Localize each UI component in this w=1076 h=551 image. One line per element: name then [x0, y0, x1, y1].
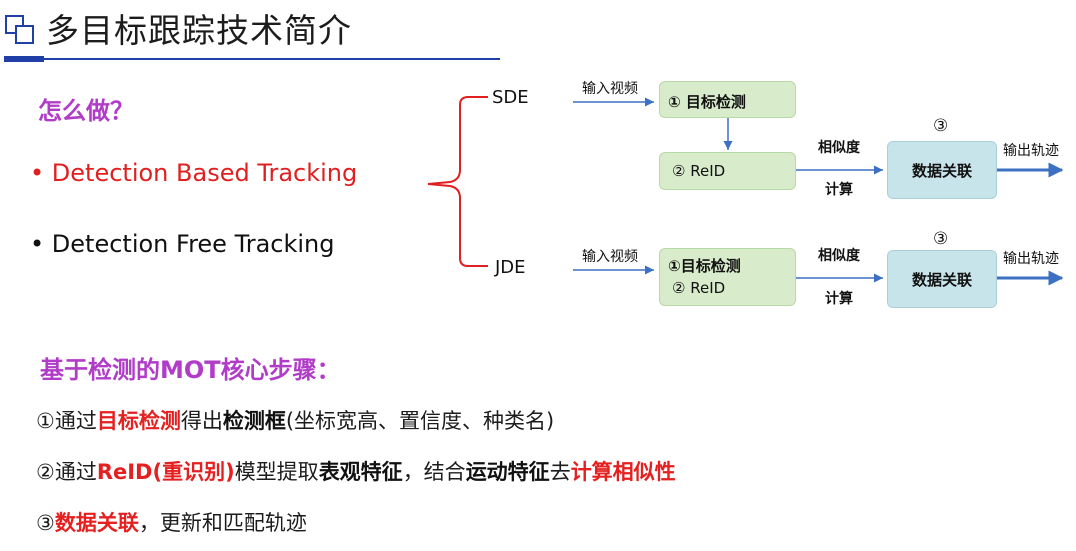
highlight-text: 计算相似性 [570, 460, 676, 484]
slide-square-icon [5, 15, 34, 44]
jde-similarity-label: 相似度 [818, 248, 860, 264]
step-2: ②通过ReID(重识别)模型提取表观特征，结合运动特征去计算相似性 [36, 456, 676, 486]
sde-reid-box: ② ReID [659, 152, 796, 190]
sde-reid-label: ② ReID [672, 162, 726, 180]
jde-compute-label: 计算 [825, 291, 853, 307]
step-text: ，更新和匹配轨迹 [138, 511, 307, 535]
sde-assoc-box: 数据关联 [887, 141, 997, 199]
jde-assoc-box: 数据关联 [887, 250, 997, 308]
bold-text: 运动特征 [465, 460, 550, 484]
highlight-text: 目标检测 [96, 409, 181, 433]
step-1: ①通过目标检测得出检测框(坐标宽高、置信度、种类名) [36, 405, 554, 435]
method-detection-free: • Detection Free Tracking [30, 230, 335, 258]
title-accent-bar [4, 56, 44, 62]
highlight-text: ReID(重识别) [96, 460, 235, 484]
how-heading: 怎么做？ [38, 97, 134, 125]
sde-label: SDE [492, 87, 529, 108]
step-text: 得出 [180, 409, 223, 433]
step-text: 去 [549, 460, 571, 484]
title-underline [28, 58, 500, 60]
steps-heading: 基于检测的MOT核心步骤： [40, 356, 341, 384]
bullet: • [30, 159, 45, 187]
jde-step3-number: ③ [933, 229, 949, 249]
step-text: (坐标宽高、置信度、种类名) [285, 409, 555, 433]
sde-detect-label: ① 目标检测 [668, 93, 746, 111]
step-text: 模型提取 [234, 460, 319, 484]
sde-output-label: 输出轨迹 [1003, 143, 1059, 159]
jde-reid-label: ② ReID [672, 279, 726, 297]
bullet: • [30, 230, 45, 258]
method-label: Detection Based Tracking [51, 159, 358, 187]
sde-similarity-label: 相似度 [818, 140, 860, 156]
bold-text: 表观特征 [318, 460, 403, 484]
sde-assoc-label: 数据关联 [911, 161, 972, 180]
sde-step3-number: ③ [933, 116, 949, 136]
step-number: ①通过 [36, 409, 97, 433]
method-label: Detection Free Tracking [51, 230, 335, 258]
jde-input-label: 输入视频 [582, 249, 638, 265]
sde-compute-label: 计算 [825, 182, 853, 198]
step-number: ③ [36, 511, 55, 535]
step-text: ，结合 [402, 460, 466, 484]
sde-input-label: 输入视频 [582, 81, 638, 97]
step-number: ②通过 [36, 460, 97, 484]
jde-detect-label: ①目标检测 [668, 257, 741, 275]
bold-text: 检测框 [222, 409, 286, 433]
jde-assoc-label: 数据关联 [911, 270, 972, 289]
jde-output-label: 输出轨迹 [1003, 251, 1059, 267]
step-3: ③数据关联，更新和匹配轨迹 [36, 507, 307, 537]
method-detection-based: • Detection Based Tracking [30, 159, 357, 187]
page-title: 多目标跟踪技术简介 [46, 11, 352, 50]
highlight-text: 数据关联 [54, 511, 139, 535]
sde-detect-box: ① 目标检测 [659, 81, 796, 118]
jde-label: JDE [495, 257, 526, 278]
jde-combined-box: ①目标检测 ② ReID [659, 248, 796, 306]
method-brace [427, 96, 488, 267]
